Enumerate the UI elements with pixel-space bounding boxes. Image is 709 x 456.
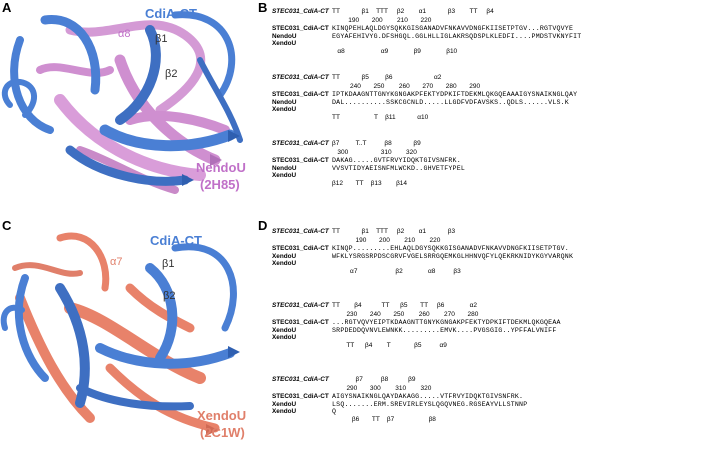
- sequence-name: XendoU: [272, 400, 297, 408]
- sequence-name: STEC031_CdiA-CT: [272, 393, 329, 400]
- secondary-structure-top: TT β5 β6 α2: [332, 74, 442, 81]
- secondary-structure-bottom: β6 TT β7 β8: [332, 415, 436, 423]
- residue-numbers: 290 300 310 320: [332, 385, 432, 392]
- panel-c-structure: [0, 232, 240, 436]
- sequence-row: VVSVTIDYAEISNFMLWCKD..GHVETFYPEL: [332, 164, 466, 172]
- sequence-row: LSQ.......ERM.SREVIRLEYSLQGQVNEG.RGSEAYV…: [332, 400, 528, 408]
- residue-numbers: 190 200 210 220: [332, 17, 432, 24]
- secondary-structure-bottom: TT β4 T β5 α9: [332, 341, 447, 349]
- alignment-top-name: STEC031_CdiA-CT: [272, 8, 329, 15]
- panel-c-label-cdia: CdiA-CT: [150, 233, 202, 248]
- panel-a-label-b1: β1: [155, 33, 168, 45]
- sequence-row: IPTKDAAGNTTGNYKGNGAKPFEKTYDPKIFTDEKMLQKG…: [332, 91, 578, 98]
- sequence-row: AIGYSNAIKNGLQAYDAKAGG.....VTFRVYIDQKTGIV…: [332, 393, 524, 400]
- sequence-name: XendoU: [272, 252, 297, 260]
- residue-numbers: 190 200 210 220: [332, 237, 441, 244]
- sequence-name: NendoU: [272, 98, 297, 106]
- panel-c-label-a7: α7: [110, 256, 123, 268]
- alignment-top-name: STEC031_CdiA-CT: [272, 140, 329, 147]
- secondary-structure-bottom: TT T β11 α10: [332, 113, 429, 121]
- panel-c-label-b2: β2: [163, 290, 176, 302]
- panel-c-letter: C: [2, 218, 12, 233]
- sequence-name: XendoU: [272, 172, 297, 179]
- alignment-top-name: STEC031_CdiA-CT: [272, 376, 329, 383]
- secondary-structure-top: TT β1 TTT β2 α1 β3 TT β4: [332, 8, 494, 15]
- sequence-name: STEC031_CdiA-CT: [272, 25, 329, 32]
- secondary-structure-top: β7 β8 β9: [332, 376, 416, 383]
- secondary-structure-bottom: β12 TT β13 β14: [332, 179, 408, 187]
- panel-c-label-b1: β1: [162, 258, 175, 270]
- alignment-top-name: STEC031_CdiA-CT: [272, 228, 329, 235]
- panel-a-label-a8: α8: [118, 28, 131, 40]
- sequence-name: XendoU: [272, 106, 297, 113]
- sequence-name: XendoU: [272, 334, 297, 341]
- panel-a-label-pdb: (2H85): [200, 177, 240, 192]
- sequence-name: XendoU: [272, 326, 297, 334]
- sequence-name: STEC031_CdiA-CT: [272, 157, 329, 164]
- secondary-structure-bottom: α7 β2 α8 β3: [332, 267, 461, 275]
- sequence-row: EGYAFEHIVYG.DFSHGQL.GGLHLLIGLAKRSQDSPLKL…: [332, 32, 582, 40]
- panel-c-label-xendou: XendoU: [197, 408, 247, 423]
- panel-b-letter: B: [258, 0, 268, 15]
- alignment-top-name: STEC031_CdiA-CT: [272, 302, 329, 309]
- sequence-row: ...RGTVQVYEIPTKDAAGNTTGNYKGNGAKPFEKTYDPK…: [332, 319, 561, 326]
- panel-a-letter: A: [2, 0, 12, 15]
- residue-numbers: 230 240 250 260 270 280: [332, 311, 479, 318]
- secondary-structure-bottom: α8 α9 β9 β10: [332, 47, 458, 55]
- sequence-row: WFKLYSRGSRPDSCGRVFVGELSRRGQEMKGLHHNVQFYL…: [332, 252, 574, 260]
- panel-d-letter: D: [258, 218, 268, 233]
- panel-a-structure: [1, 11, 243, 194]
- sequence-row: KINQPEHLAQLDGYSQKKGISGANADVFNKAVVDNGFKII…: [332, 25, 574, 32]
- secondary-structure-top: TT β4 TT β5 TT β6 α2: [332, 302, 478, 309]
- residue-numbers: 240 250 260 270 280 290: [332, 83, 481, 90]
- panel-a-label-nendou: NendoU: [196, 160, 246, 175]
- sequence-name: STEC031_CdiA-CT: [272, 319, 329, 326]
- panel-c-label-pdb: (2C1W): [200, 425, 245, 440]
- sequence-name: XendoU: [272, 40, 297, 47]
- residue-numbers: 300 310 320: [332, 149, 417, 156]
- sequence-row: KINQP.........EHLAQLDGYSQKKGISGANADVFNKA…: [332, 245, 569, 252]
- sequence-row: DAL..........SSKCGCNLD.....LLGDFVDFAVSKS…: [332, 98, 569, 106]
- sequence-name: STEC031_CdiA-CT: [272, 245, 329, 252]
- panel-a-label-b2: β2: [165, 68, 178, 80]
- sequence-row: DAKAG.....GVTFRVYIDQKTGIVSNFRK.: [332, 157, 461, 164]
- alignment-block: STEC031_CdiA-CT β7 β8 β9 290 300 310 320…: [272, 374, 709, 448]
- sequence-row: Q: [332, 408, 337, 415]
- sequence-row: SRPDEDDQVNVLEWNKK.........EMVK....PVGSGI…: [332, 326, 557, 334]
- panel-a-label-cdia: CdiA-CT: [145, 6, 197, 21]
- sequence-name: XendoU: [272, 408, 297, 415]
- sequence-name: XendoU: [272, 260, 297, 267]
- sequence-name: STEC031_CdiA-CT: [272, 91, 329, 98]
- sequence-name: NendoU: [272, 32, 297, 40]
- secondary-structure-top: TT β1 TTT β2 α1 β3: [332, 228, 456, 235]
- sequence-name: NendoU: [272, 164, 297, 172]
- alignment-top-name: STEC031_CdiA-CT: [272, 74, 329, 81]
- secondary-structure-top: β7 T..T β8 β9: [332, 140, 421, 147]
